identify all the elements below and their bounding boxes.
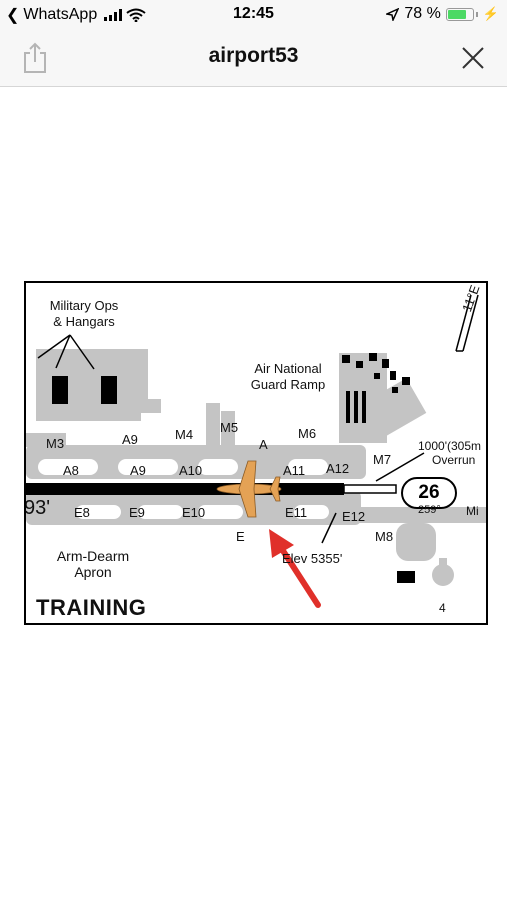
taxiway-m6-label: M6: [298, 426, 317, 441]
runway: [26, 483, 344, 495]
red-pointer-arrow: [269, 529, 321, 608]
north-arrow-icon: [455, 294, 479, 352]
battery-tip: [475, 11, 478, 17]
back-chevron-icon[interactable]: ❮: [6, 7, 20, 24]
area-4-label: 4: [439, 601, 446, 615]
runway-number: 26: [418, 482, 440, 503]
guard-ramp-label: Guard Ramp: [250, 377, 326, 392]
taxiway-a9-label: A9: [130, 463, 146, 478]
taxiway-e-label: E: [236, 529, 245, 544]
status-left: ❮ WhatsApp: [6, 5, 146, 25]
taxiway-m4-label: M4: [175, 427, 194, 442]
taxiway-a8-label: A8: [63, 463, 79, 478]
runway-overrun: [343, 484, 397, 494]
callout-arrows: [37, 334, 425, 544]
taxiway-a11-label: A11: [283, 463, 306, 478]
close-icon: [462, 47, 484, 69]
status-right: 78 % ⚡: [386, 5, 499, 23]
taxiway-a12-label: A12: [326, 461, 350, 476]
training-label: TRAINING: [36, 595, 147, 620]
battery-fill: [447, 9, 466, 19]
battery-icon: [445, 7, 474, 21]
battery-percent: 78 %: [404, 5, 441, 22]
cellular-signal-icon: [104, 9, 123, 21]
nav-bar: airport53: [0, 30, 507, 87]
apron-label: Apron: [74, 564, 112, 580]
taxiway-e12-label: E12: [342, 509, 366, 524]
taxiway-m7-label: M7: [373, 452, 392, 467]
runway-heading-label: 259°: [418, 504, 441, 516]
taxiway-mi-label: Mi: [466, 504, 479, 518]
share-button[interactable]: [15, 40, 55, 76]
share-icon: [24, 42, 46, 73]
overrun-label: Overrun: [432, 453, 476, 467]
close-button[interactable]: [453, 40, 493, 76]
taxiway-a10-label: A10: [179, 463, 203, 478]
buildings: [52, 353, 415, 583]
runway-left-label: 93': [24, 497, 51, 519]
arm-dearm-label: Arm-Dearm: [56, 548, 130, 564]
taxiway-m5-label: M5: [220, 420, 239, 435]
diagram-graphics: [26, 294, 486, 608]
location-arrow-icon: [386, 7, 400, 21]
taxiway-e9-label: E9: [129, 505, 145, 520]
charging-bolt-icon: ⚡: [482, 6, 499, 21]
taxiway-m3-label: M3: [46, 436, 65, 451]
hangars-label: & Hangars: [53, 314, 115, 329]
overrun-length-label: 1000'(305m: [418, 439, 481, 453]
wifi-icon: [126, 8, 146, 22]
elevation-label: Elev 5355': [282, 551, 343, 566]
military-ops-label: Military Ops: [49, 298, 119, 313]
taxiway-m8-label: M8: [375, 529, 394, 544]
status-bar: ❮ WhatsApp 12:45 78 % ⚡: [0, 0, 507, 30]
aircraft-icon: [216, 460, 282, 518]
taxiway-e10-label: E10: [182, 505, 206, 520]
taxiway-a-label: A: [259, 437, 268, 452]
back-app-label[interactable]: WhatsApp: [23, 6, 98, 23]
air-national-label: Air National: [254, 361, 322, 376]
taxiway-e8-label: E8: [74, 505, 90, 520]
airport-diagram: Military Ops & Hangars Air National Guar…: [24, 281, 488, 625]
page-title: airport53: [208, 44, 299, 67]
taxiway-e11-label: E11: [285, 505, 308, 520]
runway-26-marker: 26: [401, 477, 457, 509]
taxiway-a9-top-label: A9: [122, 432, 138, 447]
taxiway-islands: [38, 459, 329, 519]
